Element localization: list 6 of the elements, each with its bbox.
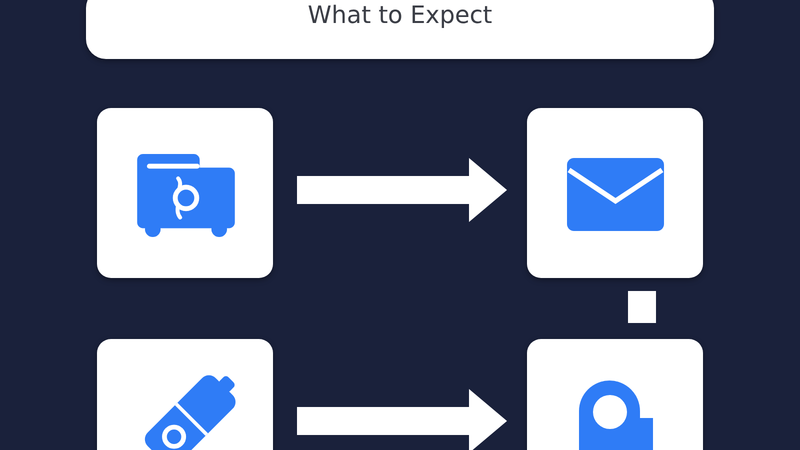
arrow bbox=[297, 158, 507, 222]
connector-bar bbox=[628, 291, 656, 323]
title: What to Expect bbox=[308, 0, 492, 30]
arrow bbox=[297, 389, 507, 450]
icon-tile bbox=[527, 108, 703, 278]
icon-tile bbox=[97, 108, 273, 278]
